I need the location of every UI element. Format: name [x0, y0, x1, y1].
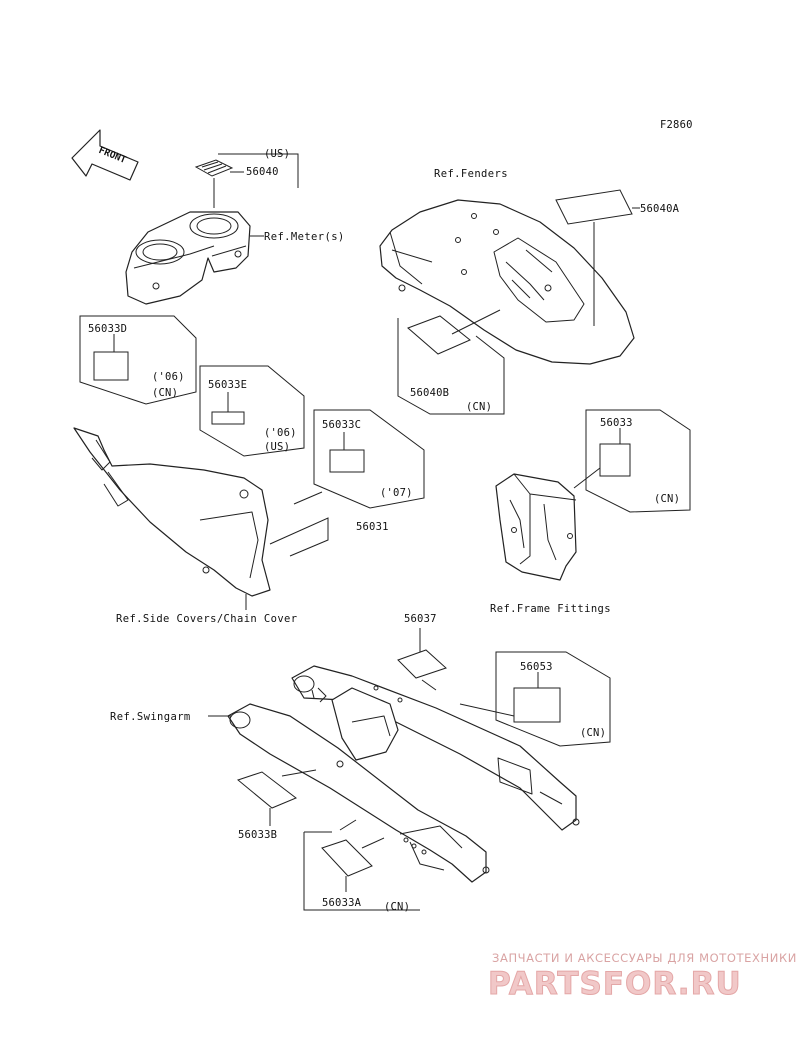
- figure-code: F2860: [660, 119, 693, 131]
- callout-56033E: 56033E ('06) (US): [199, 365, 305, 457]
- callout-56033B: 56033B: [236, 769, 317, 841]
- part-56033C-label: 56033C: [322, 419, 361, 431]
- meter-assembly-drawing: [125, 211, 251, 305]
- part-56033E-label: 56033E: [208, 379, 247, 391]
- part-56053-market: (CN): [580, 727, 606, 739]
- part-56033C-year: ('07): [380, 487, 413, 499]
- swingarm-drawing: [227, 665, 580, 883]
- ref-swingarm-label: Ref.Swingarm: [110, 711, 191, 723]
- svg-text:ЗАПЧАСТИ И АКСЕССУАРЫ ДЛЯ МОТО: ЗАПЧАСТИ И АКСЕССУАРЫ ДЛЯ МОТОТЕХНИКИ: [492, 951, 797, 965]
- part-56040-label: 56040: [246, 166, 279, 178]
- callout-56033D: 56033D ('06) (CN): [79, 315, 197, 405]
- part-56040B-market: (CN): [466, 401, 492, 413]
- part-56033D-market: (CN): [152, 387, 178, 399]
- part-56033A-label: 56033A: [322, 897, 362, 909]
- front-arrow-icon: FRONT: [71, 129, 139, 181]
- callout-56040B: 56040B (CN): [397, 309, 505, 415]
- part-56040-market: (US): [264, 148, 290, 160]
- ref-side-covers-label: Ref.Side Covers/Chain Cover: [116, 613, 297, 625]
- svg-text:PARTSFOR.RU: PARTSFOR.RU: [488, 966, 742, 1002]
- sticker-56040-graphic: [194, 159, 234, 177]
- part-56053-label: 56053: [520, 661, 553, 673]
- part-56031-label: 56031: [356, 521, 389, 533]
- ref-meter-label: Ref.Meter(s): [264, 231, 345, 243]
- frame-fittings-drawing: [495, 473, 577, 581]
- callout-56053: 56053 (CN): [459, 651, 611, 747]
- callout-56033A: 56033A (CN): [303, 819, 420, 913]
- part-56037-label: 56037: [404, 613, 437, 625]
- side-cover-drawing: [73, 427, 271, 597]
- callout-56033: 56033 (CN): [573, 409, 691, 513]
- part-56033-label: 56033: [600, 417, 633, 429]
- part-56033-market: (CN): [654, 493, 680, 505]
- part-56033D-label: 56033D: [88, 323, 127, 335]
- partsfor-watermark-logo: ЗАПЧАСТИ И АКСЕССУАРЫ ДЛЯ МОТОТЕХНИКИ PA…: [488, 951, 797, 1003]
- part-56040A-label: 56040A: [640, 203, 680, 215]
- part-56033D-year: ('06): [152, 371, 185, 383]
- callout-56040A: 56040A: [555, 189, 680, 326]
- ref-fenders-label: Ref.Fenders: [434, 168, 508, 180]
- callout-56037: 56037: [397, 613, 447, 691]
- part-56033E-year: ('06): [264, 427, 297, 439]
- callout-56033C: 56033C ('07): [313, 409, 425, 509]
- rear-fender-drawing: [379, 199, 635, 365]
- part-56040B-label: 56040B: [410, 387, 449, 399]
- part-56033B-label: 56033B: [238, 829, 277, 841]
- ref-frame-fittings-label: Ref.Frame Fittings: [490, 603, 611, 615]
- part-56033A-market: (CN): [384, 901, 410, 913]
- part-56033E-market: (US): [264, 441, 290, 453]
